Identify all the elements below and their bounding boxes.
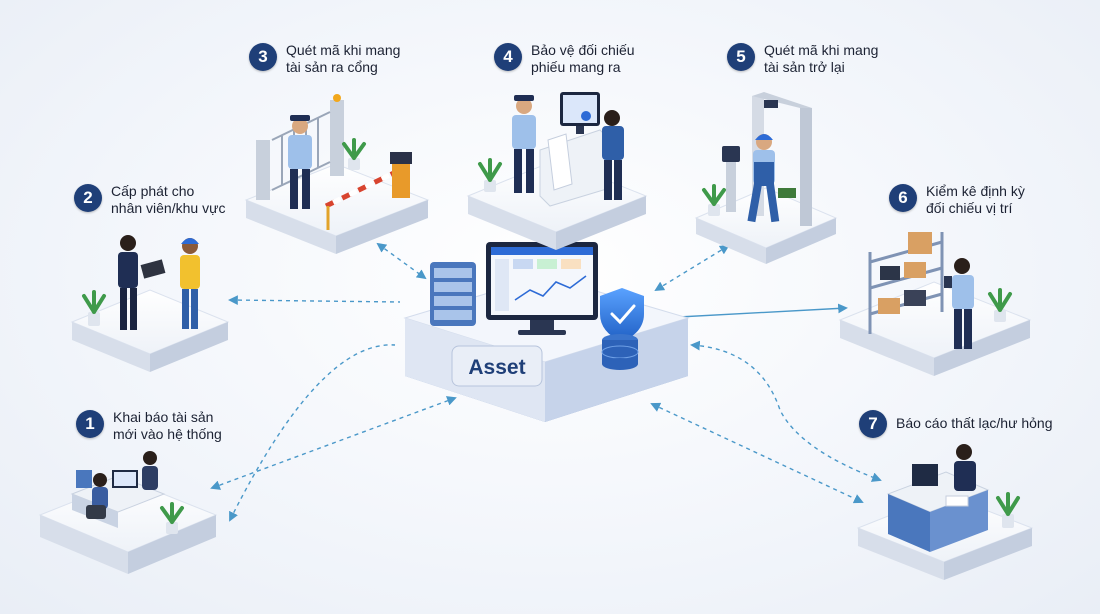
step-1-line-2: mới vào hệ thống (113, 426, 222, 442)
platform-step4 (466, 92, 648, 250)
server-rack-icon (430, 262, 476, 326)
connector-step1-a (210, 396, 457, 490)
asset-label-plate (451, 345, 543, 387)
step-number-badge: 3 (249, 43, 277, 71)
step-2-label: 2 Cấp phát cho nhân viên/khu vực (74, 183, 225, 217)
connector-step5 (654, 244, 730, 292)
security-shield-icon (600, 288, 644, 342)
step-4-line-1: Bảo vệ đối chiếu (531, 42, 635, 58)
step-5-line-2: tài sản trở lại (764, 59, 845, 75)
database-icon (601, 334, 639, 370)
connector-step6 (658, 303, 848, 323)
connector-step7-a (690, 340, 882, 482)
step-number-badge: 7 (859, 410, 887, 438)
platform-step2 (70, 235, 230, 372)
step-5-label: 5 Quét mã khi mang tài sản trở lại (727, 42, 878, 76)
step-1-line-1: Khai báo tài sản (113, 409, 214, 425)
platform-step5 (694, 92, 838, 264)
step-2-line-2: nhân viên/khu vực (111, 200, 226, 216)
step-3-line-2: tài sản ra cổng (286, 59, 378, 75)
step-1-label: 1 Khai báo tài sản mới vào hệ thống (76, 409, 222, 443)
step-6-line-1: Kiểm kê định kỳ (926, 183, 1025, 199)
step-6-label: 6 Kiểm kê định kỳ đối chiếu vị trí (889, 183, 1025, 217)
step-4-label: 4 Bảo vệ đối chiếu phiếu mang ra (494, 42, 635, 76)
connector-step1-b (229, 344, 396, 522)
connectors (210, 220, 882, 522)
step-2-line-1: Cấp phát cho (111, 183, 195, 199)
platform-step7 (856, 444, 1034, 580)
step-4-line-2: phiếu mang ra (531, 59, 621, 75)
step-number-badge: 1 (76, 410, 104, 438)
step-7-label: 7 Báo cáo thất lạc/hư hỏng (859, 409, 1052, 438)
step-number-badge: 6 (889, 184, 917, 212)
platform-step6 (838, 232, 1032, 376)
step-6-line-2: đối chiếu vị trí (926, 200, 1013, 216)
asset-label: Asset (468, 356, 525, 379)
step-number-badge: 5 (727, 43, 755, 71)
step-number-badge: 2 (74, 184, 102, 212)
step-number-badge: 4 (494, 43, 522, 71)
platform-step3 (244, 94, 430, 254)
connector-step3 (376, 242, 427, 280)
dashboard-monitor-icon (486, 242, 598, 335)
platform-step1 (38, 451, 218, 574)
step-7-line-1: Báo cáo thất lạc/hư hỏng (896, 415, 1053, 431)
step-5-line-1: Quét mã khi mang (764, 42, 879, 58)
central-asset-hub (403, 242, 690, 422)
connector-step2 (228, 295, 401, 305)
connector-step7-b (650, 402, 864, 504)
step-3-line-1: Quét mã khi mang (286, 42, 401, 58)
step-3-label: 3 Quét mã khi mang tài sản ra cổng (249, 42, 400, 76)
